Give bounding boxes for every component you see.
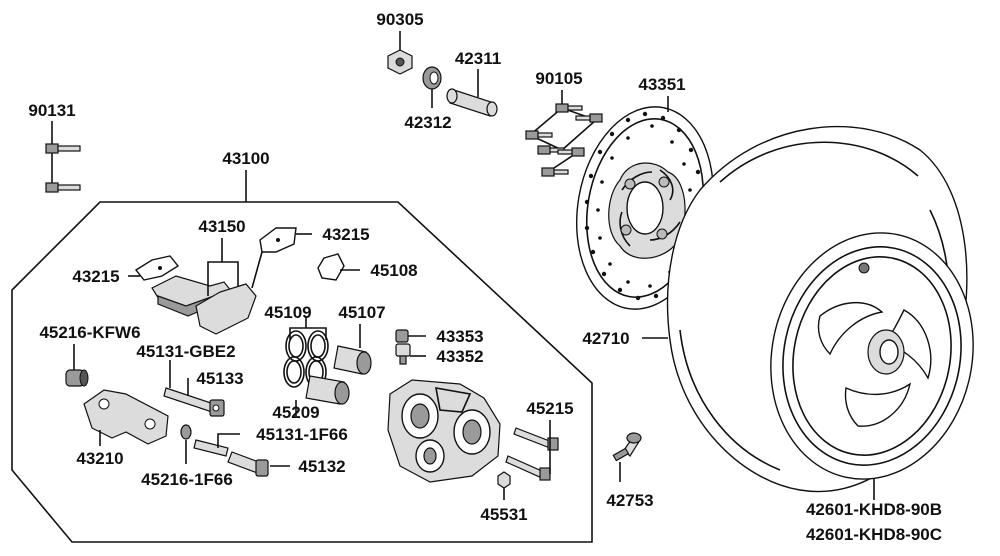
caliper-assembly-outline — [11, 201, 593, 543]
collar-42312-drawing — [422, 66, 442, 90]
label-45209: 45209 — [272, 403, 319, 422]
bleeder-43353-drawing — [395, 329, 409, 343]
valve-42753-drawing — [612, 432, 642, 462]
label-43100: 43100 — [222, 149, 269, 168]
label-45215: 45215 — [526, 399, 573, 418]
label-45109: 45109 — [264, 303, 311, 322]
shim-43215-left-drawing — [134, 255, 180, 281]
label-90131: 90131 — [28, 101, 75, 120]
brake-pads-43150-drawing — [151, 275, 257, 335]
bolts-90131-drawing — [45, 143, 81, 193]
label-45107: 45107 — [338, 303, 385, 322]
bracket-43210-drawing — [83, 389, 169, 445]
label-42311: 42311 — [455, 49, 501, 68]
pin-45133-drawing — [163, 387, 225, 417]
label-45131-gbe2: 45131-GBE2 — [136, 342, 235, 361]
pin-45131-1f66-drawing — [193, 439, 229, 457]
boot-45216-1f66-drawing — [180, 424, 192, 440]
label-43352: 43352 — [436, 347, 483, 366]
cap-45531-drawing — [497, 471, 511, 489]
label-42710: 42710 — [582, 329, 629, 348]
label-43351: 43351 — [638, 75, 685, 94]
disc-bolts-90105-drawing — [525, 103, 603, 177]
label-45131-1f66: 45131-1F66 — [256, 425, 348, 444]
label-43210: 43210 — [76, 449, 123, 468]
label-90305: 90305 — [376, 10, 423, 29]
label-43215-right: 43215 — [322, 225, 369, 244]
label-45216-kfw6: 45216-KFW6 — [39, 323, 140, 342]
label-45531: 45531 — [480, 505, 527, 524]
pistons-45107-drawing — [305, 345, 372, 405]
caliper-body-drawing — [387, 379, 501, 483]
pin-45132-drawing — [227, 451, 269, 477]
shim-43215-right-drawing — [259, 227, 297, 253]
label-42601-khd8-90c: 42601-KHD8-90C — [806, 525, 942, 544]
label-43215-left: 43215 — [72, 267, 119, 286]
pad-spring-45108-drawing — [317, 253, 345, 281]
label-43150: 43150 — [198, 217, 245, 236]
label-43353: 43353 — [436, 327, 483, 346]
boot-45216-kfw6-drawing — [65, 369, 89, 387]
label-45133: 45133 — [196, 369, 243, 388]
bolts-45215-drawing — [505, 427, 559, 481]
rim-42601-drawing — [770, 232, 974, 480]
label-45108: 45108 — [370, 261, 417, 280]
nut-90305-drawing — [387, 49, 413, 75]
label-42312: 42312 — [404, 113, 451, 132]
label-90105: 90105 — [535, 69, 582, 88]
bleeder-cap-43352-drawing — [395, 343, 411, 365]
label-42753: 42753 — [606, 491, 653, 510]
label-45132: 45132 — [298, 457, 345, 476]
label-45216-1f66: 45216-1F66 — [141, 470, 233, 489]
spacer-42311-drawing — [446, 88, 498, 117]
label-42601-khd8-90b: 42601-KHD8-90B — [806, 500, 942, 519]
